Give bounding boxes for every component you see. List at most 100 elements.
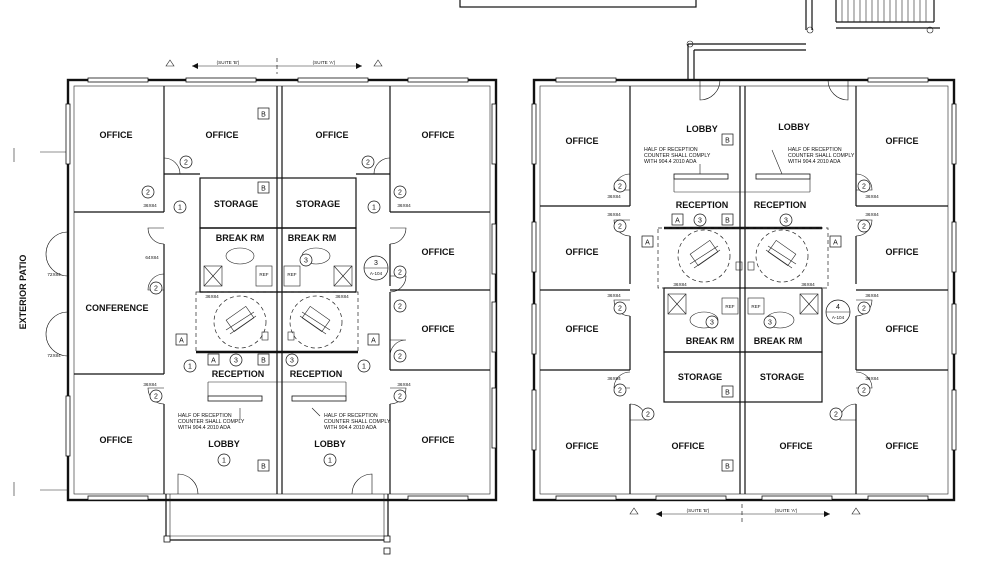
suite-a-label: (SUITE 'A') xyxy=(775,508,798,513)
door-size-label: 72X84 xyxy=(47,353,61,358)
tag-b: B xyxy=(725,390,730,397)
door-size-label: 36X84 xyxy=(865,212,879,217)
tag-a: A xyxy=(211,358,216,365)
detail-callout-sheet: A-104 xyxy=(370,271,383,276)
exterior-stair xyxy=(686,0,940,80)
room-label-office: OFFICE xyxy=(422,435,455,445)
door-type-2: 2 xyxy=(398,270,402,277)
room-label-office: OFFICE xyxy=(100,130,133,140)
door-size-label: 36X84 xyxy=(673,282,687,287)
door-type-3: 3 xyxy=(698,218,702,225)
door-size-label: 72X84 xyxy=(47,272,61,277)
room-label-lobby: LOBBY xyxy=(208,439,240,449)
door-size-label: 36X84 xyxy=(865,293,879,298)
detail-callout-number: 4 xyxy=(836,304,840,311)
door-type-2: 2 xyxy=(398,304,402,311)
ada-note-line-2: COUNTER SHALL COMPLY xyxy=(644,153,711,159)
door-size-label: 36X84 xyxy=(865,194,879,199)
room-label-reception: RECEPTION xyxy=(212,369,265,379)
tag-b: B xyxy=(261,358,266,365)
room-label-reception: RECEPTION xyxy=(290,369,343,379)
door-size-label: 36X84 xyxy=(335,294,349,299)
room-label-office: OFFICE xyxy=(672,441,705,451)
tag-a: A xyxy=(675,218,680,225)
ada-note-line-1: HALF OF RECEPTION xyxy=(178,413,232,419)
door-type-2: 2 xyxy=(366,160,370,167)
door-type-2: 2 xyxy=(398,394,402,401)
room-label-office: OFFICE xyxy=(316,130,349,140)
room-label-lobby: LOBBY xyxy=(686,124,718,134)
room-label-storage: STORAGE xyxy=(760,372,804,382)
door-type-2: 2 xyxy=(398,354,402,361)
room-label-office: OFFICE xyxy=(100,435,133,445)
door-type-2: 2 xyxy=(618,388,622,395)
ada-note-line-1: HALF OF RECEPTION xyxy=(788,147,842,153)
door-type-1: 1 xyxy=(362,364,366,371)
door-type-1: 1 xyxy=(222,458,226,465)
door-type-3: 3 xyxy=(784,218,788,225)
tag-b: B xyxy=(261,186,266,193)
door-type-2: 2 xyxy=(834,412,838,419)
door-type-2: 2 xyxy=(184,160,188,167)
room-label-break-rm: BREAK RM xyxy=(686,336,735,346)
door-size-label: 36X84 xyxy=(607,212,621,217)
title-box xyxy=(459,0,697,8)
room-label-office: OFFICE xyxy=(566,324,599,334)
detail-callout-sheet: A-104 xyxy=(832,315,845,320)
suite-b-label: (SUITE 'B') xyxy=(687,508,710,513)
room-label-conference: CONFERENCE xyxy=(85,303,148,313)
door-type-2: 2 xyxy=(146,190,150,197)
ref-label-right-b: REF xyxy=(725,304,734,309)
ref-label-left-a: REF xyxy=(287,272,296,277)
room-label-break-rm: BREAK RM xyxy=(754,336,803,346)
door-type-2: 2 xyxy=(646,412,650,419)
door-type-3: 3 xyxy=(290,358,294,365)
door-type-3: 3 xyxy=(710,320,714,327)
room-label-break-rm: BREAK RM xyxy=(288,233,337,243)
room-label-office: OFFICE xyxy=(566,441,599,451)
door-type-1: 1 xyxy=(328,458,332,465)
room-label-office: OFFICE xyxy=(886,324,919,334)
room-label-reception: RECEPTION xyxy=(676,200,729,210)
door-type-3: 3 xyxy=(234,358,238,365)
ada-note-line-3: WITH 904.4 2010 ADA xyxy=(644,159,697,165)
tag-b: B xyxy=(261,464,266,471)
ada-note-line-2: COUNTER SHALL COMPLY xyxy=(324,419,391,425)
room-label-office: OFFICE xyxy=(886,247,919,257)
right-floor-plan: REF REF OFFICE xyxy=(531,77,957,524)
restroom-fixture-a xyxy=(299,305,331,335)
door-size-label: 36X84 xyxy=(801,282,815,287)
tag-a: A xyxy=(833,240,838,247)
door-type-2: 2 xyxy=(618,184,622,191)
door-type-2: 2 xyxy=(862,184,866,191)
door-type-3: 3 xyxy=(304,258,308,265)
door-type-2: 2 xyxy=(618,224,622,231)
door-size-label: 36X84 xyxy=(607,293,621,298)
room-label-storage: STORAGE xyxy=(214,199,258,209)
room-label-storage: STORAGE xyxy=(678,372,722,382)
ada-note-line-3: WITH 904.4 2010 ADA xyxy=(178,425,231,431)
door-type-1: 1 xyxy=(188,364,192,371)
door-type-1: 1 xyxy=(372,205,376,212)
door-size-label: 36X84 xyxy=(397,382,411,387)
tag-a: A xyxy=(179,338,184,345)
room-label-office: OFFICE xyxy=(422,247,455,257)
room-label-storage: STORAGE xyxy=(296,199,340,209)
room-label-office: OFFICE xyxy=(780,441,813,451)
door-size-label: 36X84 xyxy=(607,194,621,199)
ada-note-line-1: HALF OF RECEPTION xyxy=(324,413,378,419)
door-type-2: 2 xyxy=(862,306,866,313)
restroom-fixture-b xyxy=(689,239,721,269)
door-size-label: 36X84 xyxy=(865,376,879,381)
restroom-fixture-a xyxy=(765,239,797,269)
ada-note-line-3: WITH 904.4 2010 ADA xyxy=(324,425,377,431)
tag-b: B xyxy=(725,464,730,471)
ref-label-left-b: REF xyxy=(259,272,268,277)
door-type-2: 2 xyxy=(862,388,866,395)
room-label-office: OFFICE xyxy=(886,136,919,146)
room-label-office: OFFICE xyxy=(886,441,919,451)
suite-b-label: (SUITE 'B') xyxy=(217,60,240,65)
room-label-office: OFFICE xyxy=(206,130,239,140)
restroom-fixture-b xyxy=(225,305,257,335)
